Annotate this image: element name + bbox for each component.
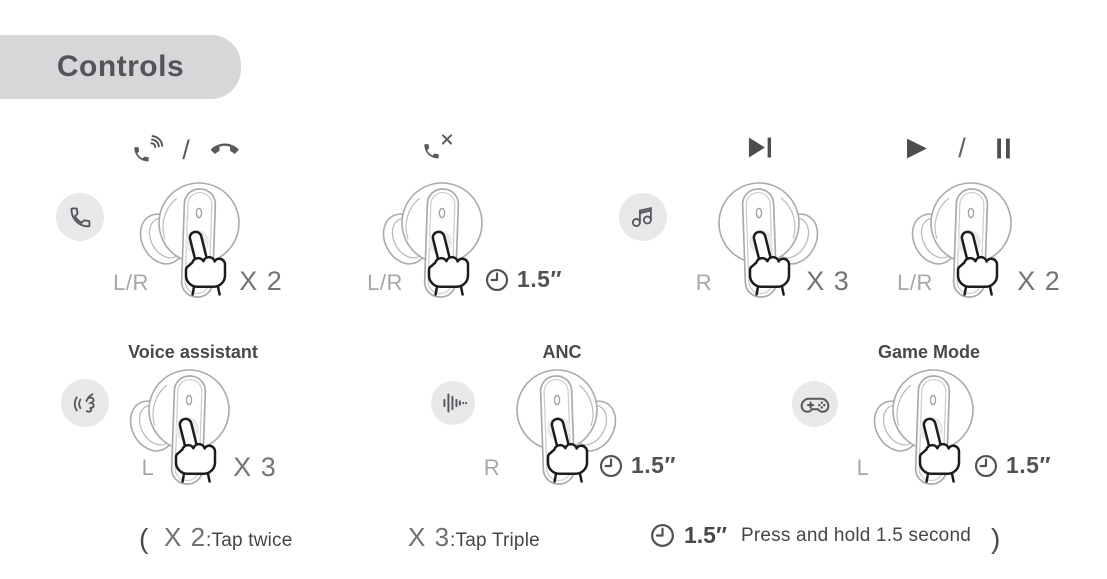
gesture-hold: 1.5″ (973, 452, 1051, 479)
call-action-icons: / (131, 132, 242, 168)
game-mode-icon (792, 381, 838, 427)
clock-icon (599, 454, 623, 477)
page-title: Controls (56, 50, 185, 83)
side-label: R (483, 455, 501, 480)
pause-icon (997, 138, 1010, 158)
gesture-hold-duration: 1.5″ (1006, 452, 1051, 478)
side-label: L (141, 455, 155, 480)
legend-desc: :Tap twice (206, 530, 293, 551)
end-call-icon (210, 143, 239, 154)
legend-item-press-hold: 1.5″ Press and hold 1.5 second (649, 522, 971, 549)
page-title-pill: Controls (0, 35, 241, 99)
gesture-hold-duration: 1.5″ (631, 452, 676, 478)
gesture-hold: 1.5″ (598, 452, 676, 479)
side-label: R (695, 270, 713, 295)
legend-symbol: X 3 (408, 522, 451, 552)
answer-call-icon (134, 134, 164, 161)
side-label: L/R (367, 270, 403, 295)
phone-icon (56, 193, 104, 241)
legend-item-tap-twice: X 2:Tap twice (164, 521, 293, 553)
legend-close-paren: ) (991, 523, 1001, 554)
legend-desc: Press and hold 1.5 second (741, 524, 971, 546)
voice-assistant-icon (61, 379, 109, 427)
legend-symbol: 1.5″ (684, 522, 727, 548)
gesture-tap-count: X 2 (239, 266, 283, 296)
music-icon (619, 193, 667, 241)
play-pause-icons: / (906, 132, 1012, 163)
next-track-icon (748, 137, 771, 158)
legend-open-paren: ( (139, 523, 149, 554)
legend-desc: :Tap Triple (450, 530, 540, 551)
gesture-hold: 1.5″ (484, 266, 562, 293)
separator-slash: / (182, 134, 190, 165)
group-label-game-mode: Game Mode (877, 342, 981, 362)
gesture-tap-count: X 3 (233, 452, 277, 482)
legend-symbol: X 2 (164, 522, 207, 552)
side-label: L (856, 455, 870, 480)
side-label: L/R (897, 270, 933, 295)
gesture-tap-count: X 3 (806, 266, 850, 296)
gesture-hold-duration: 1.5″ (517, 266, 562, 292)
clock-icon (651, 524, 674, 547)
reject-call-icon (424, 134, 453, 159)
separator-slash: / (958, 132, 966, 163)
clock-icon (974, 454, 998, 477)
clock-icon (485, 268, 509, 291)
gesture-tap-count: X 2 (1017, 266, 1061, 296)
legend-item-tap-triple: X 3:Tap Triple (408, 521, 540, 553)
group-label-anc: ANC (542, 342, 582, 362)
group-label-voice-assistant: Voice assistant (128, 342, 258, 362)
play-icon (907, 138, 927, 158)
anc-icon (431, 381, 475, 425)
side-label: L/R (113, 270, 149, 295)
